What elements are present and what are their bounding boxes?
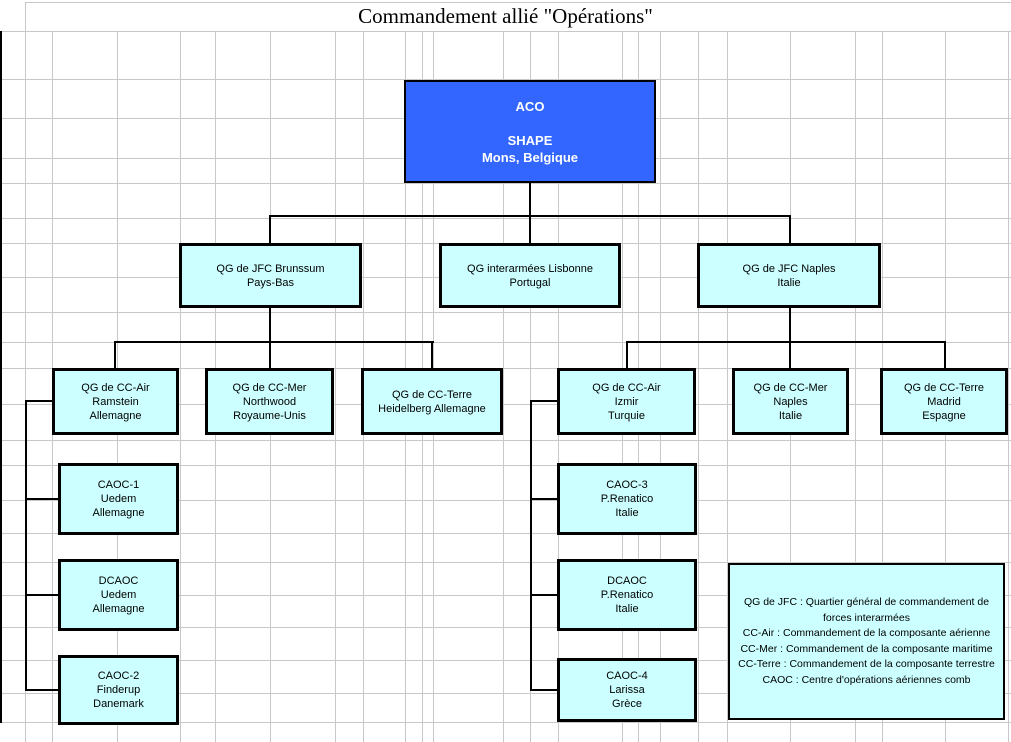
connector-line: [114, 341, 434, 343]
node-cc-mer-northwood-label: QG de CC-Mer Northwood Royaume-Unis: [232, 381, 307, 422]
connector-line: [530, 594, 557, 596]
node-caoc4[interactable]: CAOC-4 Larissa Grèce: [557, 658, 697, 722]
gridline-vertical: [1008, 31, 1009, 742]
connector-line: [626, 341, 946, 343]
gridline-horizontal: [0, 183, 1011, 184]
node-caoc3-label: CAOC-3 P.Renatico Italie: [600, 479, 654, 519]
gridline-horizontal: [0, 31, 1011, 32]
gridline-horizontal: [0, 218, 1011, 219]
node-caoc3[interactable]: CAOC-3 P.Renatico Italie: [557, 463, 697, 535]
gridline-horizontal: [0, 500, 1011, 501]
node-cc-terre-madrid-label: QG de CC-Terre Madrid Espagne: [903, 381, 985, 422]
gridline-horizontal: [0, 312, 1011, 313]
connector-line: [530, 498, 557, 500]
gridline-horizontal: [0, 79, 1011, 80]
connector-line: [789, 308, 791, 342]
gridline-horizontal: [0, 627, 1011, 628]
node-dcaoc-uedem-label: DCAOC Uedem Allemagne: [92, 575, 145, 615]
connector-line: [25, 400, 27, 691]
node-jfc-naples[interactable]: QG de JFC Naples Italie: [697, 243, 881, 308]
connector-line: [530, 400, 557, 402]
gridline-vertical: [335, 31, 336, 742]
node-caoc4-label: CAOC-4 Larissa Grèce: [606, 670, 648, 710]
node-dcaoc-renatico[interactable]: DCAOC P.Renatico Italie: [557, 559, 697, 631]
node-cc-mer-naples[interactable]: QG de CC-Mer Naples Italie: [732, 368, 849, 435]
gridline-horizontal: [0, 660, 1011, 661]
gridline-vertical: [855, 31, 856, 742]
legend-line: QG de JFC : Quartier général de commande…: [743, 596, 990, 608]
legend-line: CC-Air : Commandement de la composante a…: [742, 627, 991, 639]
sheet-left-border: [0, 31, 2, 723]
gridline-vertical: [180, 31, 181, 742]
legend-line: CC-Mer : Commandement de la composante m…: [740, 642, 993, 655]
connector-line: [626, 341, 628, 368]
legend-line: CAOC : Centre d'opérations aériennes com…: [762, 673, 971, 686]
node-jfc-lisbonne[interactable]: QG interarmées Lisbonne Portugal: [439, 243, 621, 308]
gridline-horizontal: [0, 595, 1011, 596]
gridline-horizontal: [0, 722, 1011, 723]
node-cc-air-izmir[interactable]: QG de CC-Air Izmir Turquie: [557, 368, 696, 435]
gridline-horizontal: [0, 562, 1011, 563]
legend-line: CC-Terre : Commandement de la composante…: [738, 658, 995, 670]
connector-line: [944, 341, 946, 368]
legend-line: forces interarmées: [823, 611, 910, 624]
node-jfc-brunssum-label: QG de JFC Brunssum Pays-Bas: [216, 262, 325, 289]
connector-line: [25, 689, 58, 691]
node-jfc-brunssum[interactable]: QG de JFC Brunssum Pays-Bas: [179, 243, 362, 308]
node-cc-mer-naples-label: QG de CC-Mer Naples Italie: [753, 381, 828, 422]
gridline-horizontal: [0, 440, 1011, 441]
connector-line: [530, 689, 557, 691]
connector-line: [269, 308, 271, 342]
gridline-horizontal: [0, 465, 1011, 466]
node-caoc1[interactable]: CAOC-1 Uedem Allemagne: [58, 463, 179, 535]
connector-line: [25, 400, 52, 402]
node-cc-mer-northwood[interactable]: QG de CC-Mer Northwood Royaume-Unis: [205, 368, 334, 435]
connector-line: [431, 341, 433, 368]
node-caoc1-label: CAOC-1 Uedem Allemagne: [92, 479, 145, 519]
gridline-horizontal: [0, 404, 1011, 405]
node-dcaoc-uedem[interactable]: DCAOC Uedem Allemagne: [58, 559, 179, 631]
connector-line: [269, 341, 271, 368]
legend-box[interactable]: QG de JFC : Quartier général de commande…: [728, 563, 1005, 720]
node-cc-air-ramstein[interactable]: QG de CC-Air Ramstein Allemagne: [52, 368, 179, 435]
connector-line: [114, 341, 116, 368]
gridline-horizontal: [0, 342, 1011, 343]
connector-line: [530, 400, 532, 691]
node-cc-terre-heidelberg-label: QG de CC-Terre Heidelberg Allemagne: [378, 388, 486, 415]
connector-line: [529, 183, 531, 216]
gridline-vertical: [727, 31, 728, 742]
gridline-vertical: [698, 31, 699, 742]
node-dcaoc-renatico-label: DCAOC P.Renatico Italie: [600, 575, 654, 615]
node-cc-terre-madrid[interactable]: QG de CC-Terre Madrid Espagne: [880, 368, 1008, 435]
node-aco[interactable]: ACO SHAPE Mons, Belgique: [404, 80, 656, 183]
node-cc-terre-heidelberg[interactable]: QG de CC-Terre Heidelberg Allemagne: [361, 368, 503, 435]
node-aco-label: ACO SHAPE Mons, Belgique: [481, 98, 579, 165]
node-jfc-lisbonne-label: QG interarmées Lisbonne Portugal: [467, 262, 593, 289]
gridline-horizontal: [25, 2, 1011, 3]
connector-line: [789, 341, 791, 368]
connector-line: [529, 215, 531, 243]
gridline-vertical: [530, 31, 531, 742]
node-cc-air-izmir-label: QG de CC-Air Izmir Turquie: [592, 381, 661, 422]
gridline-horizontal: [0, 368, 1011, 369]
gridline-vertical: [25, 2, 26, 742]
connector-line: [789, 215, 791, 243]
node-caoc2-label: CAOC-2 Finderup Danemark: [93, 670, 144, 710]
node-caoc2[interactable]: CAOC-2 Finderup Danemark: [58, 655, 179, 725]
node-jfc-naples-label: QG de JFC Naples Italie: [742, 262, 836, 289]
node-cc-air-ramstein-label: QG de CC-Air Ramstein Allemagne: [81, 381, 150, 422]
gridline-horizontal: [0, 533, 1011, 534]
connector-line: [269, 215, 271, 243]
chart-title: Commandement allié "Opérations": [358, 4, 653, 28]
gridline-vertical: [503, 31, 504, 742]
connector-line: [25, 594, 58, 596]
connector-line: [25, 498, 58, 500]
gridline-horizontal: [0, 693, 1011, 694]
